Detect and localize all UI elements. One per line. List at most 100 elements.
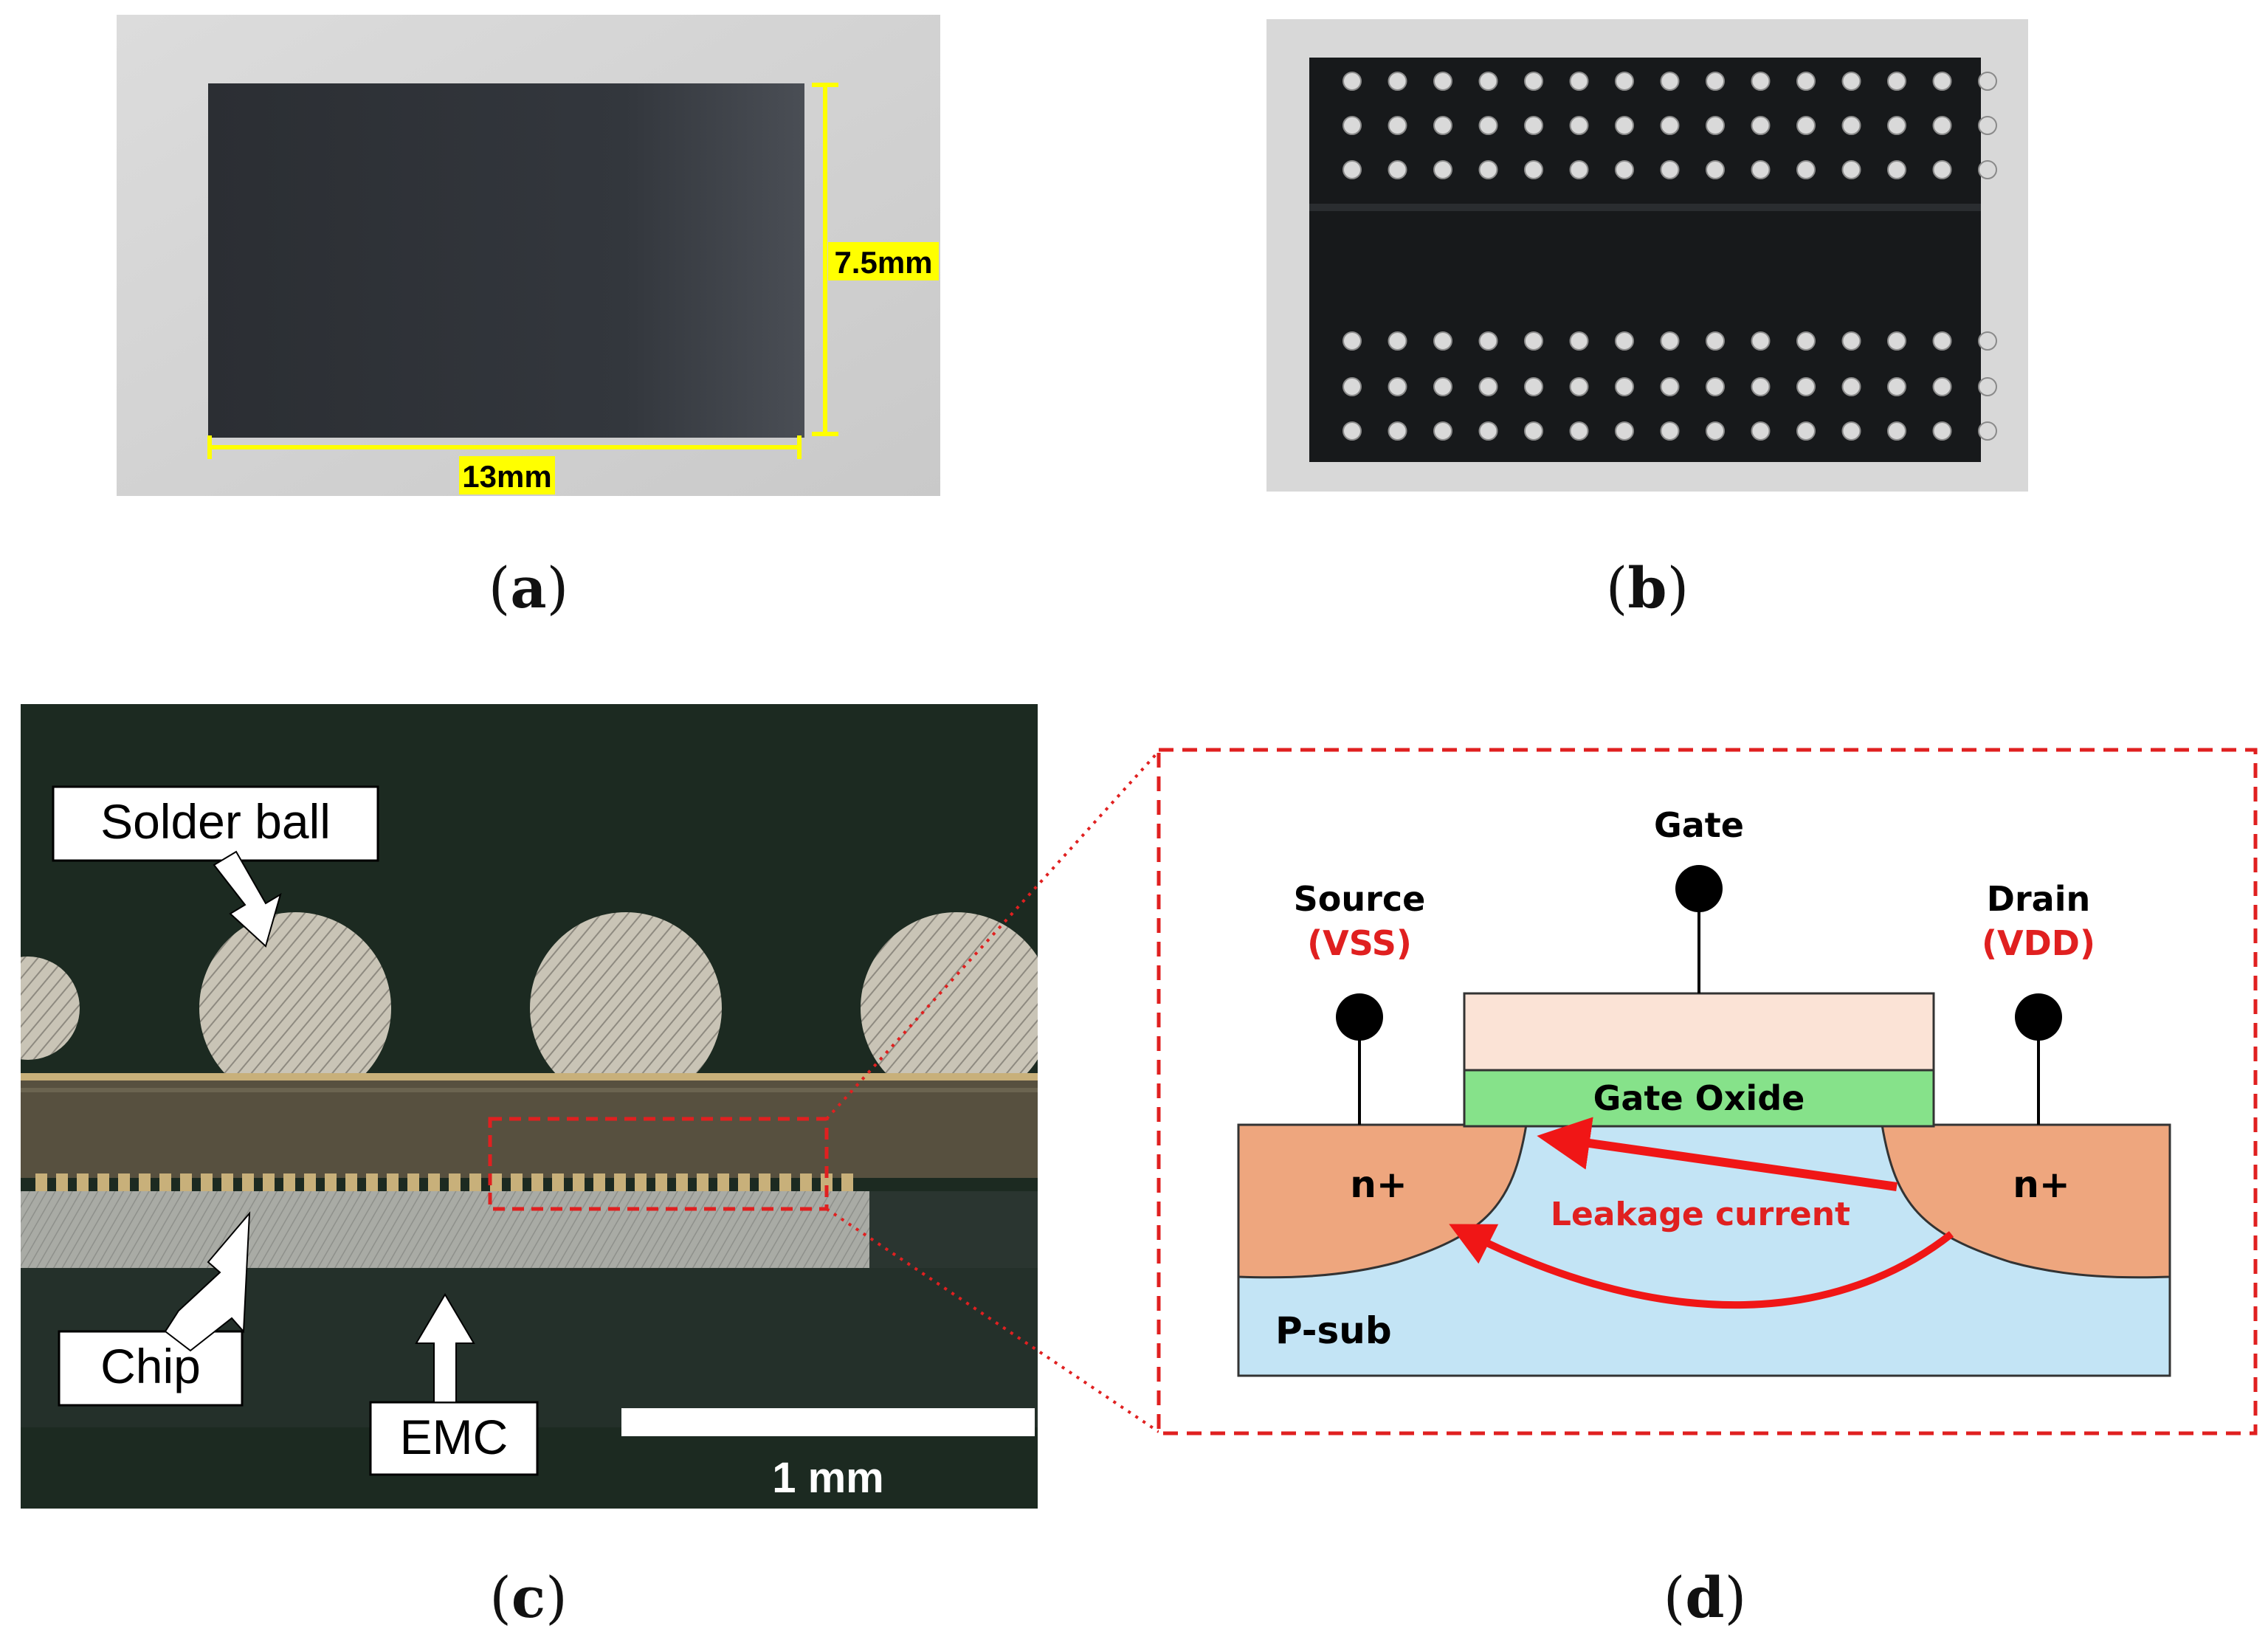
solder-ball (1478, 160, 1498, 179)
bump (428, 1173, 440, 1191)
solder-ball (1569, 160, 1589, 179)
p-substrate-label: P-sub (1275, 1309, 1392, 1352)
solder-ball (1706, 421, 1725, 441)
solder-ball (1615, 72, 1634, 91)
gate-oxide (1463, 1069, 1935, 1128)
panel-c-cross-section: Solder ball Chip EMC 1 mm (21, 704, 1038, 1509)
solder-ball (1342, 377, 1362, 396)
substrate-layer (21, 1080, 1038, 1178)
bump (407, 1173, 419, 1191)
bump (635, 1173, 647, 1191)
solder-ball (1569, 331, 1589, 351)
bump (180, 1173, 192, 1191)
solder-ball (1978, 160, 1997, 179)
solder-ball (1841, 116, 1861, 135)
solder-ball (1342, 331, 1362, 351)
bump (449, 1173, 461, 1191)
solder-ball (1751, 377, 1771, 396)
solder-ball (1342, 160, 1362, 179)
solder-ball (1751, 72, 1771, 91)
bump (593, 1173, 605, 1191)
solder-ball (21, 957, 80, 1060)
solder-ball (1751, 331, 1771, 351)
solder-ball (1978, 116, 1997, 135)
solder-ball (1751, 160, 1771, 179)
scale-bar-label: 1 mm (772, 1454, 884, 1502)
bump (511, 1173, 523, 1191)
solder-ball (1615, 377, 1634, 396)
solder-ball (1841, 377, 1861, 396)
solder-ball (199, 912, 391, 1104)
bump (263, 1173, 275, 1191)
zoom-region-box (488, 1117, 829, 1211)
solder-ball (1796, 72, 1816, 91)
solder-ball (1433, 377, 1452, 396)
source-label: Source (1294, 879, 1426, 919)
solder-ball (1841, 160, 1861, 179)
solder-ball (1932, 72, 1952, 91)
chip-arrow (164, 1211, 251, 1352)
bump (779, 1173, 791, 1191)
leakage-arrow-lower (1449, 1224, 1954, 1309)
bump (821, 1173, 833, 1191)
bump (676, 1173, 688, 1191)
bump (56, 1173, 68, 1191)
bump (573, 1173, 585, 1191)
bump (738, 1173, 750, 1191)
solder-ball (1841, 331, 1861, 351)
drain-terminal-icon (2015, 993, 2062, 1041)
source-terminal-icon (1336, 993, 1383, 1041)
bump (201, 1173, 213, 1191)
solder-ball (530, 912, 722, 1104)
caption-c: (c) (489, 1565, 568, 1630)
bump (759, 1173, 771, 1191)
solder-ball (1524, 72, 1543, 91)
bump (35, 1173, 47, 1191)
solder-ball (1706, 116, 1725, 135)
bump (469, 1173, 481, 1191)
solder-ball (1342, 421, 1362, 441)
solder-ball (1524, 116, 1543, 135)
solder-ball (1433, 331, 1452, 351)
solder-ball (1388, 116, 1407, 135)
bump (717, 1173, 729, 1191)
bump (221, 1173, 233, 1191)
solder-ball (1887, 72, 1906, 91)
solder-ball (1478, 377, 1498, 396)
solder-ball (1751, 421, 1771, 441)
solder-ball (1433, 421, 1452, 441)
solder-ball (1524, 331, 1543, 351)
package-bottom-surface (1309, 58, 1981, 462)
bump (304, 1173, 316, 1191)
solder-ball (1932, 160, 1952, 179)
solder-ball (1524, 377, 1543, 396)
solder-ball (861, 912, 1038, 1104)
solder-ball (1478, 421, 1498, 441)
bump (139, 1173, 151, 1191)
bump (841, 1173, 853, 1191)
bump (800, 1173, 812, 1191)
solder-ball (1615, 421, 1634, 441)
solder-ball (1660, 160, 1680, 179)
bump (552, 1173, 564, 1191)
solder-ball (1569, 377, 1589, 396)
drain-voltage-label: (VDD) (1982, 923, 2095, 963)
bump-row (35, 1173, 853, 1191)
solder-ball (1887, 421, 1906, 441)
solder-ball (1615, 331, 1634, 351)
emc-arrow (415, 1293, 475, 1403)
bump (283, 1173, 295, 1191)
bump (242, 1173, 254, 1191)
solder-ball (1433, 72, 1452, 91)
solder-ball (1796, 116, 1816, 135)
bump (697, 1173, 709, 1191)
solder-ball (1796, 160, 1816, 179)
solder-ball-array (1342, 72, 1997, 441)
panel-a-photo: 13mm 7.5mm (117, 15, 940, 496)
caption-a: (a) (488, 555, 569, 621)
bump (325, 1173, 337, 1191)
n-plus-source-label: n+ (1350, 1163, 1407, 1206)
solder-ball (1796, 421, 1816, 441)
leakage-current-label: Leakage current (1551, 1196, 1850, 1233)
